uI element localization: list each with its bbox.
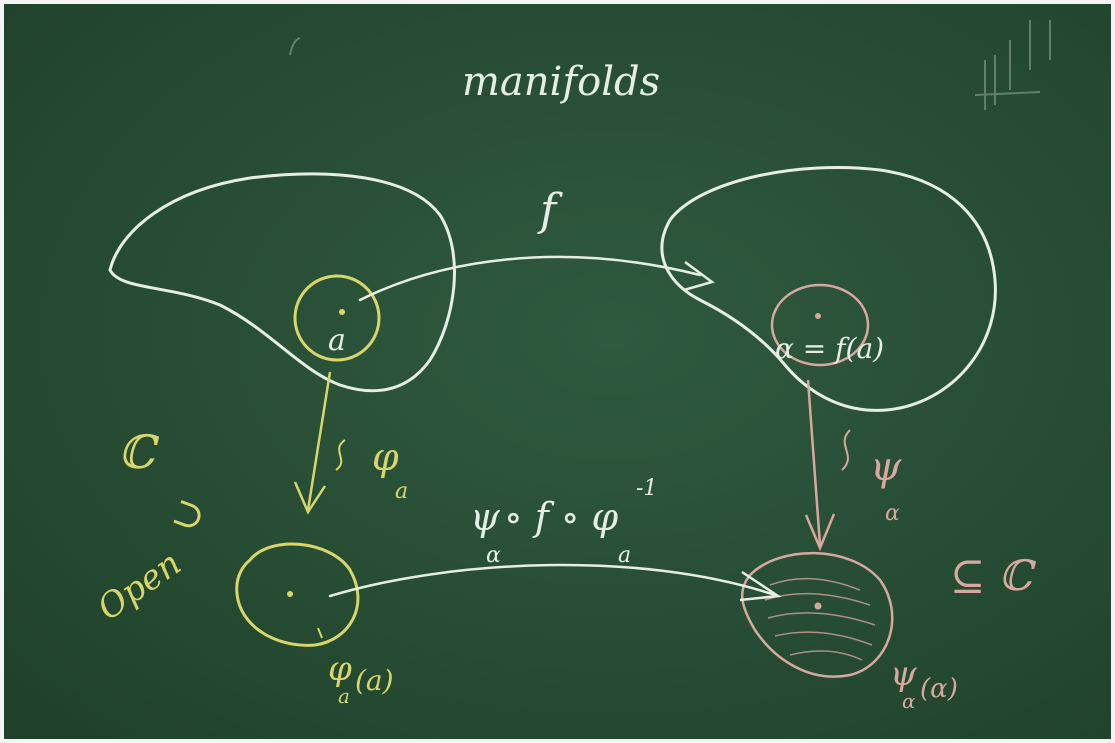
chart-psi-tilde xyxy=(841,429,851,471)
image-psi-alpha-hatching xyxy=(764,577,876,661)
point-alpha-dot xyxy=(815,313,821,319)
erased-marks xyxy=(289,20,1051,110)
map-f-arrowhead xyxy=(683,260,715,292)
chart-phi-arrowhead xyxy=(293,481,327,515)
label-f: f xyxy=(537,185,563,236)
label-phi-a-sub: a xyxy=(395,479,408,504)
label-image-psi-sub: α xyxy=(902,689,916,713)
label-right-subset: ⊆ ℂ xyxy=(950,551,1037,600)
label-composite-psi-sub: α xyxy=(486,543,501,568)
tick-mark xyxy=(317,627,323,639)
composite-map-arrowhead xyxy=(739,570,782,602)
label-image-phi-arg: (a) xyxy=(355,664,394,697)
label-a: a xyxy=(328,323,346,358)
label-psi-alpha-sub: α xyxy=(885,501,900,526)
chart-psi-arrow xyxy=(806,379,822,546)
image-phi-a-dot xyxy=(287,591,293,597)
label-image-phi: φ xyxy=(328,649,352,689)
label-image-psi: ψ xyxy=(890,654,917,694)
label-phi-a: φ xyxy=(372,435,399,479)
label-composite-sub-a: a xyxy=(618,543,631,568)
chart-psi-arrowhead xyxy=(804,513,836,552)
label-left-contains: ∪ xyxy=(161,492,213,537)
label-left-space: ℂ xyxy=(118,425,160,479)
chart-phi-arrow xyxy=(306,371,332,511)
right-manifold-outline xyxy=(660,165,997,412)
point-a-dot xyxy=(339,309,345,315)
label-composite-sup: -1 xyxy=(636,476,657,501)
neighborhood-a xyxy=(293,274,381,362)
label-image-psi-arg: (α) xyxy=(920,674,958,704)
left-manifold-outline xyxy=(108,172,456,393)
title-manifolds: manifolds xyxy=(462,59,660,105)
label-alpha-eq-fa: α = f(a) xyxy=(775,332,884,365)
image-psi-alpha-dot xyxy=(814,602,822,610)
image-psi-alpha-outline xyxy=(741,551,894,678)
label-psi-alpha: ψ xyxy=(870,444,902,490)
label-composite-psi: ψ xyxy=(470,495,501,539)
label-left-open: Open xyxy=(91,543,189,628)
image-phi-a-outline xyxy=(235,542,360,647)
composite-map-arrow xyxy=(328,563,777,598)
map-f-arrow xyxy=(358,255,702,302)
label-composite-mid: ∘ f ∘ φ xyxy=(504,495,619,539)
label-image-phi-sub: a xyxy=(338,684,350,708)
chart-phi-tilde xyxy=(335,439,346,471)
neighborhood-alpha xyxy=(770,283,870,367)
